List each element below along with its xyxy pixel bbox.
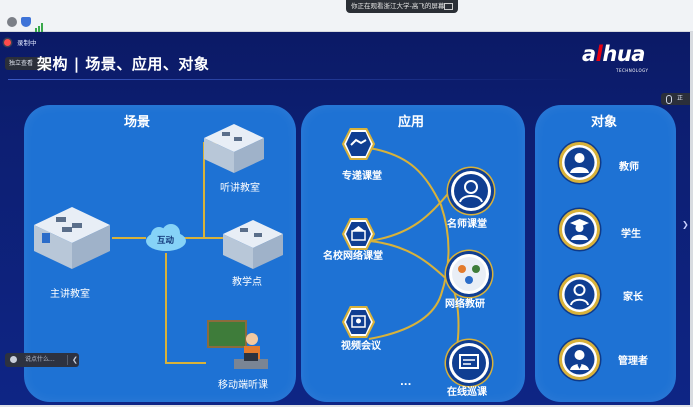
record-dot-icon: [4, 38, 11, 46]
object-item-student: 学生: [621, 229, 641, 240]
listening-classroom-icon: [204, 124, 264, 173]
scenes-title: 场景: [124, 115, 151, 130]
mic-tag[interactable]: 正: [661, 93, 690, 105]
online-patrol-icon: [449, 343, 489, 383]
comment-placeholder: 说点什么...: [25, 356, 55, 363]
dahua-logo: alhua TECHNOLOGY: [582, 42, 649, 73]
comment-input[interactable]: 说点什么... ❮: [5, 353, 79, 367]
teacher-icon: [562, 145, 597, 180]
app-item-online-research: 网络教研: [445, 299, 485, 310]
chevron-left-icon[interactable]: ❮: [72, 356, 78, 364]
view-mode-label: 独立查看: [9, 60, 34, 67]
administrator-icon: [562, 342, 597, 377]
applications-panel: 应用 专递课堂 名校网络课堂 视频会议 ...: [301, 105, 525, 402]
window-edge: [690, 32, 693, 407]
screen-share-icon[interactable]: [444, 3, 453, 10]
shield-icon[interactable]: [21, 17, 31, 27]
objects-title: 对象: [591, 115, 618, 130]
logo-subtitle: TECHNOLOGY: [616, 68, 649, 73]
student-icon: [562, 212, 597, 247]
main-classroom-icon: [34, 207, 110, 269]
scenes-panel: 场景 主讲教室 互动 听讲教室: [24, 105, 296, 402]
chevron-right-icon[interactable]: ❯: [682, 220, 689, 229]
info-icon[interactable]: [7, 17, 17, 27]
mobile-learning-icon: [207, 320, 268, 369]
presentation-slide: 录制中 独立查看 架构 | 场景、应用、对象 alhua TECHNOLOGY …: [0, 32, 690, 405]
handshake-icon: [342, 128, 375, 160]
video-conference-icon: [342, 306, 375, 338]
top-toolbar: 你正在观看浙江大学-高飞的屏幕: [0, 0, 693, 32]
emoji-icon[interactable]: [10, 356, 17, 363]
teaching-point-icon: [223, 220, 283, 269]
screen-share-notice: 你正在观看浙江大学-高飞的屏幕: [346, 0, 458, 13]
applications-title: 应用: [398, 115, 425, 130]
microphone-icon: [666, 95, 672, 104]
object-item-parent: 家长: [623, 292, 643, 303]
school-building-icon: [342, 218, 375, 250]
application-connectors: [368, 147, 460, 369]
recording-indicator: 录制中: [4, 37, 37, 47]
famous-teacher-icon: [451, 171, 491, 211]
share-notice-text: 你正在观看浙江大学-高飞的屏幕: [351, 2, 445, 10]
objects-panel: 对象 教师 学生 家长 管理者: [535, 105, 676, 402]
title-underline: [8, 79, 578, 80]
object-item-administrator: 管理者: [618, 356, 648, 367]
divider: [67, 355, 68, 365]
online-research-icon: [449, 254, 489, 294]
app-item-famous-school-online: 名校网络课堂: [323, 251, 383, 262]
object-item-teacher: 教师: [619, 162, 639, 173]
app-item-dedicated-class: 专递课堂: [342, 171, 382, 182]
app-item-online-patrol: 在线巡课: [447, 387, 487, 398]
recording-label: 录制中: [17, 39, 37, 47]
mobile-learning-label: 移动端听课: [218, 380, 268, 391]
app-item-video-conference: 视频会议: [341, 341, 381, 352]
app-item-famous-teacher: 名师课堂: [447, 219, 487, 230]
cloud-icon: [146, 224, 186, 251]
slide-title: 架构 | 场景、应用、对象: [37, 55, 210, 73]
app-item-more: ...: [400, 377, 412, 388]
main-classroom-label: 主讲教室: [50, 289, 90, 300]
signal-icon[interactable]: [35, 17, 45, 32]
teaching-point-label: 教学点: [232, 277, 262, 288]
listening-classroom-label: 听讲教室: [220, 183, 260, 194]
interaction-hub-label: 互动: [157, 236, 175, 246]
window-bottom-edge: [0, 405, 693, 407]
view-mode-tag[interactable]: 独立查看: [5, 57, 51, 70]
mic-tag-label: 正: [677, 95, 684, 102]
parent-icon: [562, 277, 597, 312]
